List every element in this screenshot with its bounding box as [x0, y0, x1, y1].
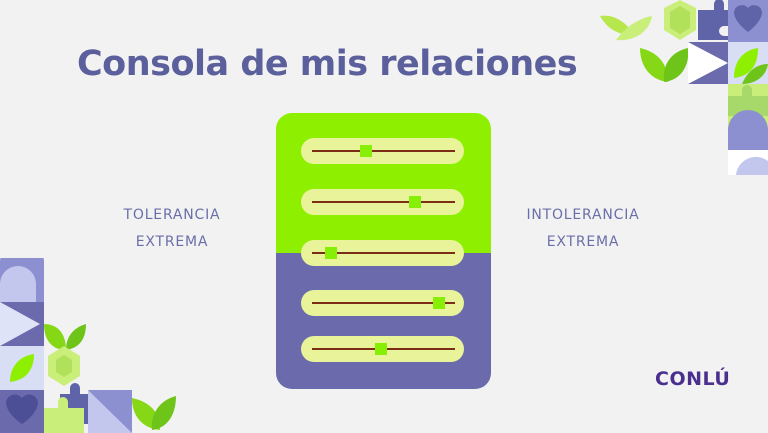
slider-4[interactable]	[301, 290, 464, 316]
decorative-pattern-bottom-left	[0, 258, 176, 433]
slider-track	[312, 252, 455, 254]
slider-2[interactable]	[301, 189, 464, 215]
mixer-console	[276, 113, 491, 389]
right-label-line1: INTOLERANCIA	[526, 207, 640, 223]
slider-thumb[interactable]	[374, 343, 387, 355]
right-label-line2: EXTREMA	[546, 234, 620, 250]
right-label: INTOLERANCIA EXTREMA	[483, 202, 683, 256]
slider-1[interactable]	[301, 138, 464, 164]
left-label-line1: TOLERANCIA	[123, 207, 221, 223]
brand-logo: CONLÚ	[655, 368, 731, 390]
left-label: TOLERANCIA EXTREMA	[72, 202, 272, 256]
slider-thumb[interactable]	[324, 247, 337, 259]
slider-thumb[interactable]	[360, 145, 373, 157]
slider-5[interactable]	[301, 336, 464, 362]
left-label-line2: EXTREMA	[135, 234, 209, 250]
slider-thumb[interactable]	[433, 297, 446, 309]
slider-track	[312, 201, 455, 203]
page-title: Consola de mis relaciones	[77, 44, 578, 84]
slider-thumb[interactable]	[408, 196, 421, 208]
slider-track	[312, 302, 455, 304]
slider-track	[312, 150, 455, 152]
slider-3[interactable]	[301, 240, 464, 266]
decorative-pattern-top-right	[600, 0, 768, 175]
